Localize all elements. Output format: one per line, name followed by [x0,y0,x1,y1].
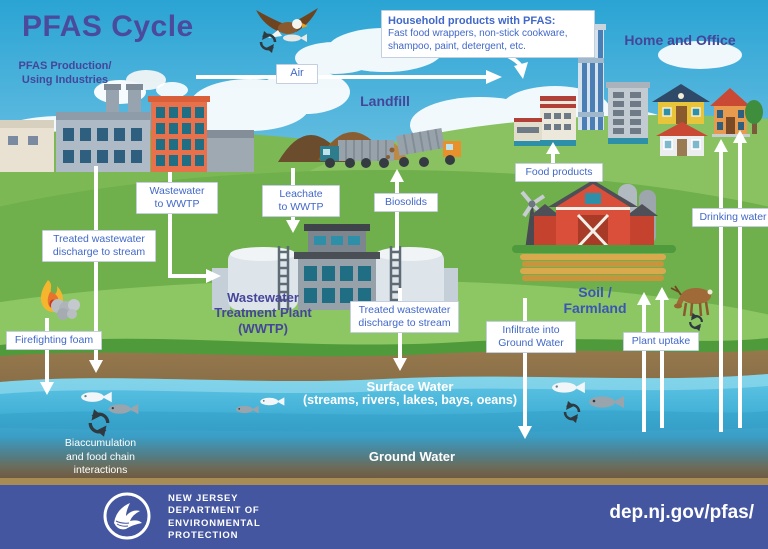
treated-left-arrow [89,166,103,373]
air-tag: Air [276,64,318,84]
surface-water-sublabel: (streams, rivers, lakes, bays, oeans) [302,393,517,407]
home-office-label: Home and Office [624,32,736,48]
office-building-icon [148,96,210,172]
factory-icon [0,70,254,172]
food-products-tag: Food products [515,163,603,183]
bioaccumulation-label: Biaccumulation and food chain interactio… [64,437,137,477]
infiltrate-tag: Infiltrate into Ground Water [486,321,576,354]
treated-wastewater-center-tag: Treated wastewater discharge to stream [350,301,459,334]
firefighting-foam-tag: Firefighting foam [6,331,102,351]
plant-uptake-arrow [655,287,669,428]
page-title: PFAS Cycle [22,10,194,43]
treated-wastewater-left-tag: Treated wastewater discharge to stream [42,230,156,263]
fire-foam-icon [40,280,80,320]
tree-icon [745,100,763,134]
njdep-wave-logo-icon [103,492,151,540]
drinking-water-arrow [733,130,747,428]
water-highlight [0,374,768,394]
surface-water-label: Surface Water [366,379,454,394]
dump-truck-icon [386,128,461,167]
farm-icon [512,180,676,281]
drinking-water-arrow [714,139,728,432]
soil-farmland-label: Soil / Farmland [563,284,627,316]
landfill-label: Landfill [360,93,410,109]
garbage-truck-icon [320,140,394,168]
wastewater-to-wwtp-tag: Wastewater to WWTP [136,182,218,215]
eagle-with-fish-icon [256,8,318,42]
food-products-arrow [546,142,560,163]
agency-name: NEW JERSEY DEPARTMENT OF ENVIRONMENTAL P… [168,493,261,542]
orange-house-icon [710,88,750,137]
deer-icon [670,285,713,317]
surface-water-layer [0,374,768,478]
footer-divider [0,478,768,485]
store-icon [514,96,576,146]
household-products-body: Fast food wrappers, non-stick cookware, … [388,28,568,52]
footer-url: dep.nj.gov/pfas/ [609,502,754,523]
leachate-to-wwtp-tag: Leachate to WWTP [262,185,340,218]
drinking-water-tag: Drinking water [692,208,768,228]
industries-label: PFAS Production/ Using Industries [18,60,112,87]
household-products-title: Household products with PFAS: [388,15,556,27]
ground-water-label: Ground Water [368,449,456,464]
biosolids-tag: Biosolids [374,193,438,213]
plant-uptake-tag: Plant uptake [623,332,699,352]
infiltrate-arrow [518,298,532,439]
white-house-icon [656,122,708,156]
plant-uptake-arrow [637,292,651,432]
air-arrow [196,70,502,84]
yellow-house-icon [652,84,710,124]
office-tower-icon [606,82,650,144]
wwtp-label: Wastewater Treatment Plant (WWTP) [214,290,312,336]
household-products-box: Household products with PFAS: Fast food … [381,10,595,58]
